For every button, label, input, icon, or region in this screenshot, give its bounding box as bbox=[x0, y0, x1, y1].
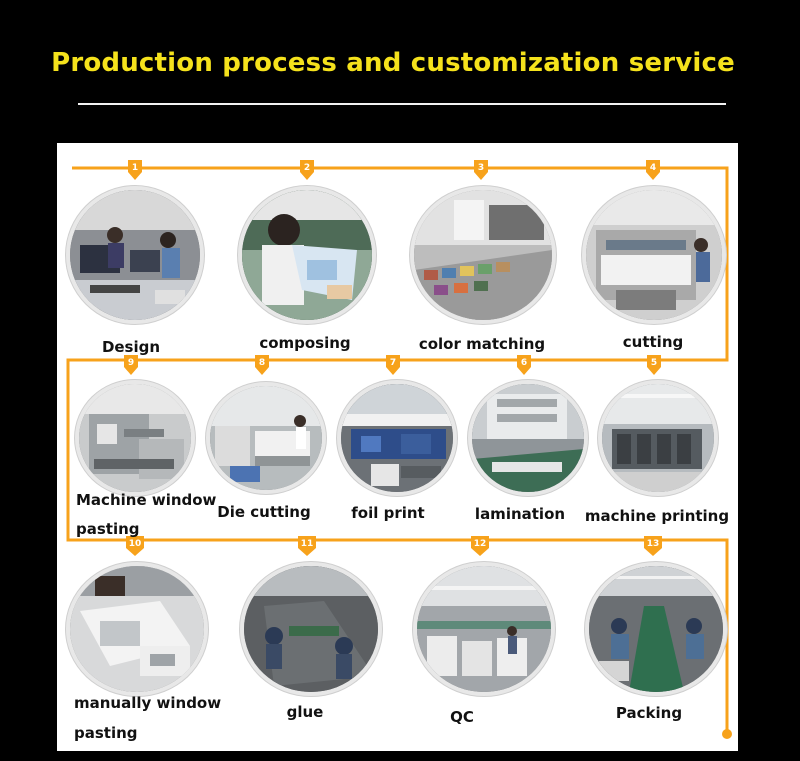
arrow-badge-2: 2 bbox=[300, 160, 314, 180]
step-label-cutting: cutting bbox=[622, 333, 684, 351]
packing-line-photo bbox=[585, 562, 727, 696]
arrow-badge-13: 13 bbox=[644, 536, 662, 556]
svg-text:11: 11 bbox=[301, 539, 314, 549]
title-underline bbox=[78, 103, 726, 105]
step-label-lamination: lamination bbox=[474, 505, 566, 523]
arrow-badge-9: 9 bbox=[124, 355, 138, 375]
cutting-machine-photo bbox=[582, 186, 726, 324]
svg-text:10: 10 bbox=[129, 539, 142, 549]
svg-text:8: 8 bbox=[259, 358, 265, 368]
composing-photo bbox=[238, 186, 376, 324]
svg-text:7: 7 bbox=[390, 358, 396, 368]
arrow-badge-7: 7 bbox=[386, 355, 400, 375]
step-label-machine-printing: machine printing bbox=[584, 507, 730, 525]
design-office-photo bbox=[66, 186, 204, 324]
step-label-packing: Packing bbox=[615, 704, 683, 722]
svg-text:12: 12 bbox=[474, 539, 487, 549]
step-label-foil-print: foil print bbox=[351, 504, 425, 522]
arrow-badge-3: 3 bbox=[474, 160, 488, 180]
svg-text:9: 9 bbox=[128, 358, 134, 368]
svg-text:5: 5 bbox=[651, 358, 657, 368]
lamination-photo bbox=[468, 380, 588, 496]
printing-press-photo bbox=[598, 380, 718, 496]
step-label-composing: composing bbox=[259, 334, 351, 352]
glue-line-photo bbox=[240, 562, 382, 696]
arrow-badge-1: 1 bbox=[128, 160, 142, 180]
svg-text:4: 4 bbox=[650, 163, 656, 173]
step-label-die-cutting: Die cutting bbox=[217, 503, 311, 521]
arrow-badge-12: 12 bbox=[471, 536, 489, 556]
flow-row1 bbox=[66, 166, 729, 733]
die-cutting-photo bbox=[206, 382, 326, 494]
foil-print-photo bbox=[337, 380, 457, 496]
arrow-badge-10: 10 bbox=[126, 536, 144, 556]
arrow-badge-6: 6 bbox=[517, 355, 531, 375]
svg-text:1: 1 bbox=[132, 163, 138, 173]
svg-text:6: 6 bbox=[521, 358, 527, 368]
step-label-glue: glue bbox=[286, 703, 324, 721]
svg-text:2: 2 bbox=[304, 163, 310, 173]
arrow-badge-4: 4 bbox=[646, 160, 660, 180]
step-label-manual-window-pasting-line2: pasting bbox=[74, 724, 138, 742]
window-pasting-machine-photo bbox=[75, 380, 195, 496]
arrow-badge-8: 8 bbox=[255, 355, 269, 375]
step-label-machine-window-pasting-line1: Machine window bbox=[76, 491, 217, 509]
step-label-machine-window-pasting-line2: pasting bbox=[76, 520, 140, 538]
page-title: Production process and customization ser… bbox=[51, 48, 735, 78]
step-label-color-matching: color matching bbox=[418, 335, 546, 353]
step-label-qc: QC bbox=[450, 708, 474, 726]
step-label-design: Design bbox=[101, 338, 161, 356]
svg-text:3: 3 bbox=[478, 163, 484, 173]
arrow-badge-11: 11 bbox=[298, 536, 316, 556]
color-matching-photo bbox=[410, 186, 556, 324]
arrow-badge-5: 5 bbox=[647, 355, 661, 375]
manual-window-pasting-photo bbox=[66, 562, 208, 696]
qc-warehouse-photo bbox=[413, 562, 555, 696]
flow-end-dot bbox=[722, 729, 732, 739]
svg-text:13: 13 bbox=[647, 539, 660, 549]
step-label-manual-window-pasting-line1: manually window bbox=[74, 694, 222, 712]
